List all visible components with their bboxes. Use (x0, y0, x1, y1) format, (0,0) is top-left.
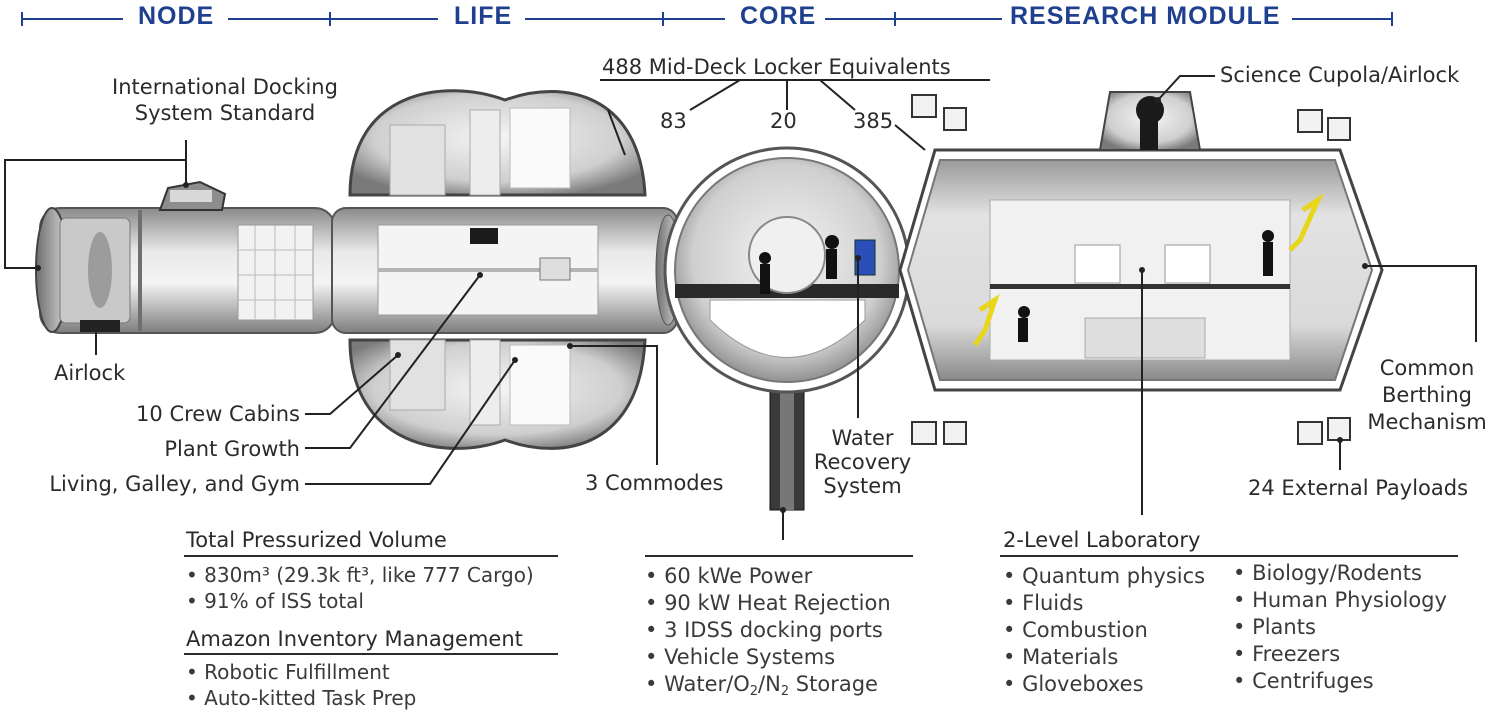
lab-title: 2-Level Laboratory (1003, 528, 1201, 552)
node-module (35, 180, 336, 334)
storage-prefix: Water/O (664, 672, 750, 696)
lab-item: Materials (1003, 644, 1205, 671)
inventory-item: Robotic Fulfillment (186, 659, 416, 685)
core-spec-list: 60 kWe Power 90 kW Heat Rejection 3 IDSS… (645, 563, 891, 705)
idss-label-line1: International Docking (112, 75, 338, 99)
header-core: CORE (740, 2, 817, 30)
volume-item: 830m³ (29.3k ft³, like 777 Cargo) (186, 562, 534, 588)
core-spec-item: Vehicle Systems (645, 644, 891, 671)
header-research-module: RESEARCH MODULE (1010, 2, 1281, 30)
water-recovery-line1: Water (831, 426, 894, 450)
callout-lines (4, 75, 1477, 540)
external-payloads-label: 24 External Payloads (1248, 476, 1469, 500)
cbm-line2: Berthing (1382, 383, 1472, 407)
plant-growth-label: Plant Growth (164, 437, 300, 461)
lab-list-col2: Biology/Rodents Human Physiology Plants … (1233, 560, 1447, 695)
lab-item: Freezers (1233, 641, 1447, 668)
lab-item: Quantum physics (1003, 563, 1205, 590)
cbm-line3: Mechanism (1367, 410, 1487, 434)
water-recovery-line2: Recovery (813, 450, 912, 474)
cbm-line1: Common (1379, 356, 1475, 380)
inventory-list: Robotic Fulfillment Auto-kitted Task Pre… (186, 659, 416, 711)
storage-n-subscript: 2 (780, 684, 790, 699)
living-galley-gym-label: Living, Galley, and Gym (49, 472, 300, 496)
commodes-label: 3 Commodes (585, 471, 724, 495)
core-spec-item: 60 kWe Power (645, 563, 891, 590)
section-rules (21, 12, 1393, 26)
idss-label-line2: System Standard (134, 101, 316, 125)
locker-equivalents-label: 488 Mid-Deck Locker Equivalents (602, 55, 951, 79)
volume-title: Total Pressurized Volume (186, 528, 447, 552)
lab-item: Human Physiology (1233, 587, 1447, 614)
lab-list-col1: Quantum physics Fluids Combustion Materi… (1003, 563, 1205, 698)
lockers-385-label: 385 (853, 109, 894, 133)
lab-item: Combustion (1003, 617, 1205, 644)
block-rules (184, 555, 1458, 655)
volume-list: 830m³ (29.3k ft³, like 777 Cargo) 91% of… (186, 562, 534, 614)
life-module (331, 89, 681, 450)
volume-item: 91% of ISS total (186, 588, 534, 614)
lab-item: Gloveboxes (1003, 671, 1205, 698)
lab-item: Centrifuges (1233, 668, 1447, 695)
storage-suffix: Storage (789, 672, 878, 696)
lockers-83-label: 83 (660, 109, 687, 133)
callout-dots (35, 97, 1368, 513)
header-node: NODE (138, 2, 215, 30)
airlock-label: Airlock (54, 361, 126, 385)
inventory-title: Amazon Inventory Management (186, 627, 523, 651)
science-cupola-label: Science Cupola/Airlock (1220, 63, 1460, 87)
cbm-label: Common Berthing Mechanism (1362, 355, 1492, 436)
storage-mid: /N (758, 672, 781, 696)
crew-cabins-label: 10 Crew Cabins (136, 402, 300, 426)
inventory-item: Auto-kitted Task Prep (186, 685, 416, 711)
lab-item: Plants (1233, 614, 1447, 641)
core-spec-item-storage: Water/O2/N2 Storage (645, 671, 891, 705)
core-spec-item: 3 IDSS docking ports (645, 617, 891, 644)
water-recovery-line3: System (823, 474, 902, 498)
water-recovery-label: Water Recovery System (800, 426, 925, 498)
storage-o-subscript: 2 (749, 684, 759, 699)
lab-item: Fluids (1003, 590, 1205, 617)
lab-item: Biology/Rodents (1233, 560, 1447, 587)
header-life: LIFE (454, 2, 513, 30)
core-module (663, 146, 911, 511)
lockers-20-label: 20 (770, 109, 797, 133)
core-spec-item: 90 kW Heat Rejection (645, 590, 891, 617)
idss-label: International Docking System Standard (95, 74, 355, 126)
